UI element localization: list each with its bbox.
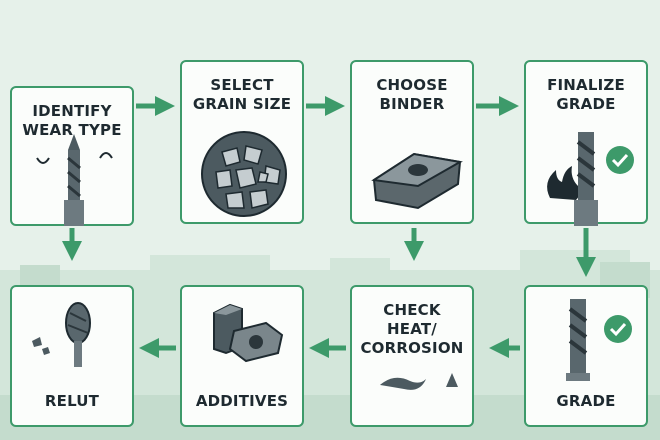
- step-additives: ADDITIVES: [180, 285, 304, 427]
- debris-icon: [380, 373, 458, 390]
- step-relut: RELUT: [10, 285, 134, 427]
- flame-drill-check-icon: [547, 132, 634, 226]
- step-label: CHOOSE BINDER: [376, 76, 448, 113]
- step-select-grain-size: SELECT GRAIN SIZE: [180, 60, 304, 224]
- step-label: FINALIZE GRADE: [547, 76, 625, 113]
- grain-structure-icon: [201, 131, 287, 217]
- step-label: GRADE: [556, 392, 616, 410]
- step-label: RELUT: [44, 392, 100, 410]
- carbide-insert-icon: [371, 152, 463, 210]
- step-label: IDENTIFY WEAR TYPE: [22, 102, 122, 139]
- step-label: ADDITIVES: [195, 392, 289, 410]
- step-identify-wear-type: IDENTIFY WEAR TYPE: [10, 86, 134, 226]
- step-check-heat-corrosion: CHECK HEAT/ CORROSION: [350, 285, 474, 427]
- drill-bit-icon: [36, 134, 113, 226]
- step-finalize-grade: FINALIZE GRADE: [524, 60, 648, 226]
- burr-tool-icon: [32, 302, 91, 367]
- step-label: CHECK HEAT/ CORROSION: [360, 301, 464, 357]
- additive-blocks-icon: [213, 303, 284, 363]
- drill-check-icon: [566, 299, 632, 381]
- step-choose-binder: CHOOSE BINDER: [350, 60, 474, 224]
- step-grade: GRADE: [524, 285, 648, 427]
- step-label: SELECT GRAIN SIZE: [192, 76, 292, 113]
